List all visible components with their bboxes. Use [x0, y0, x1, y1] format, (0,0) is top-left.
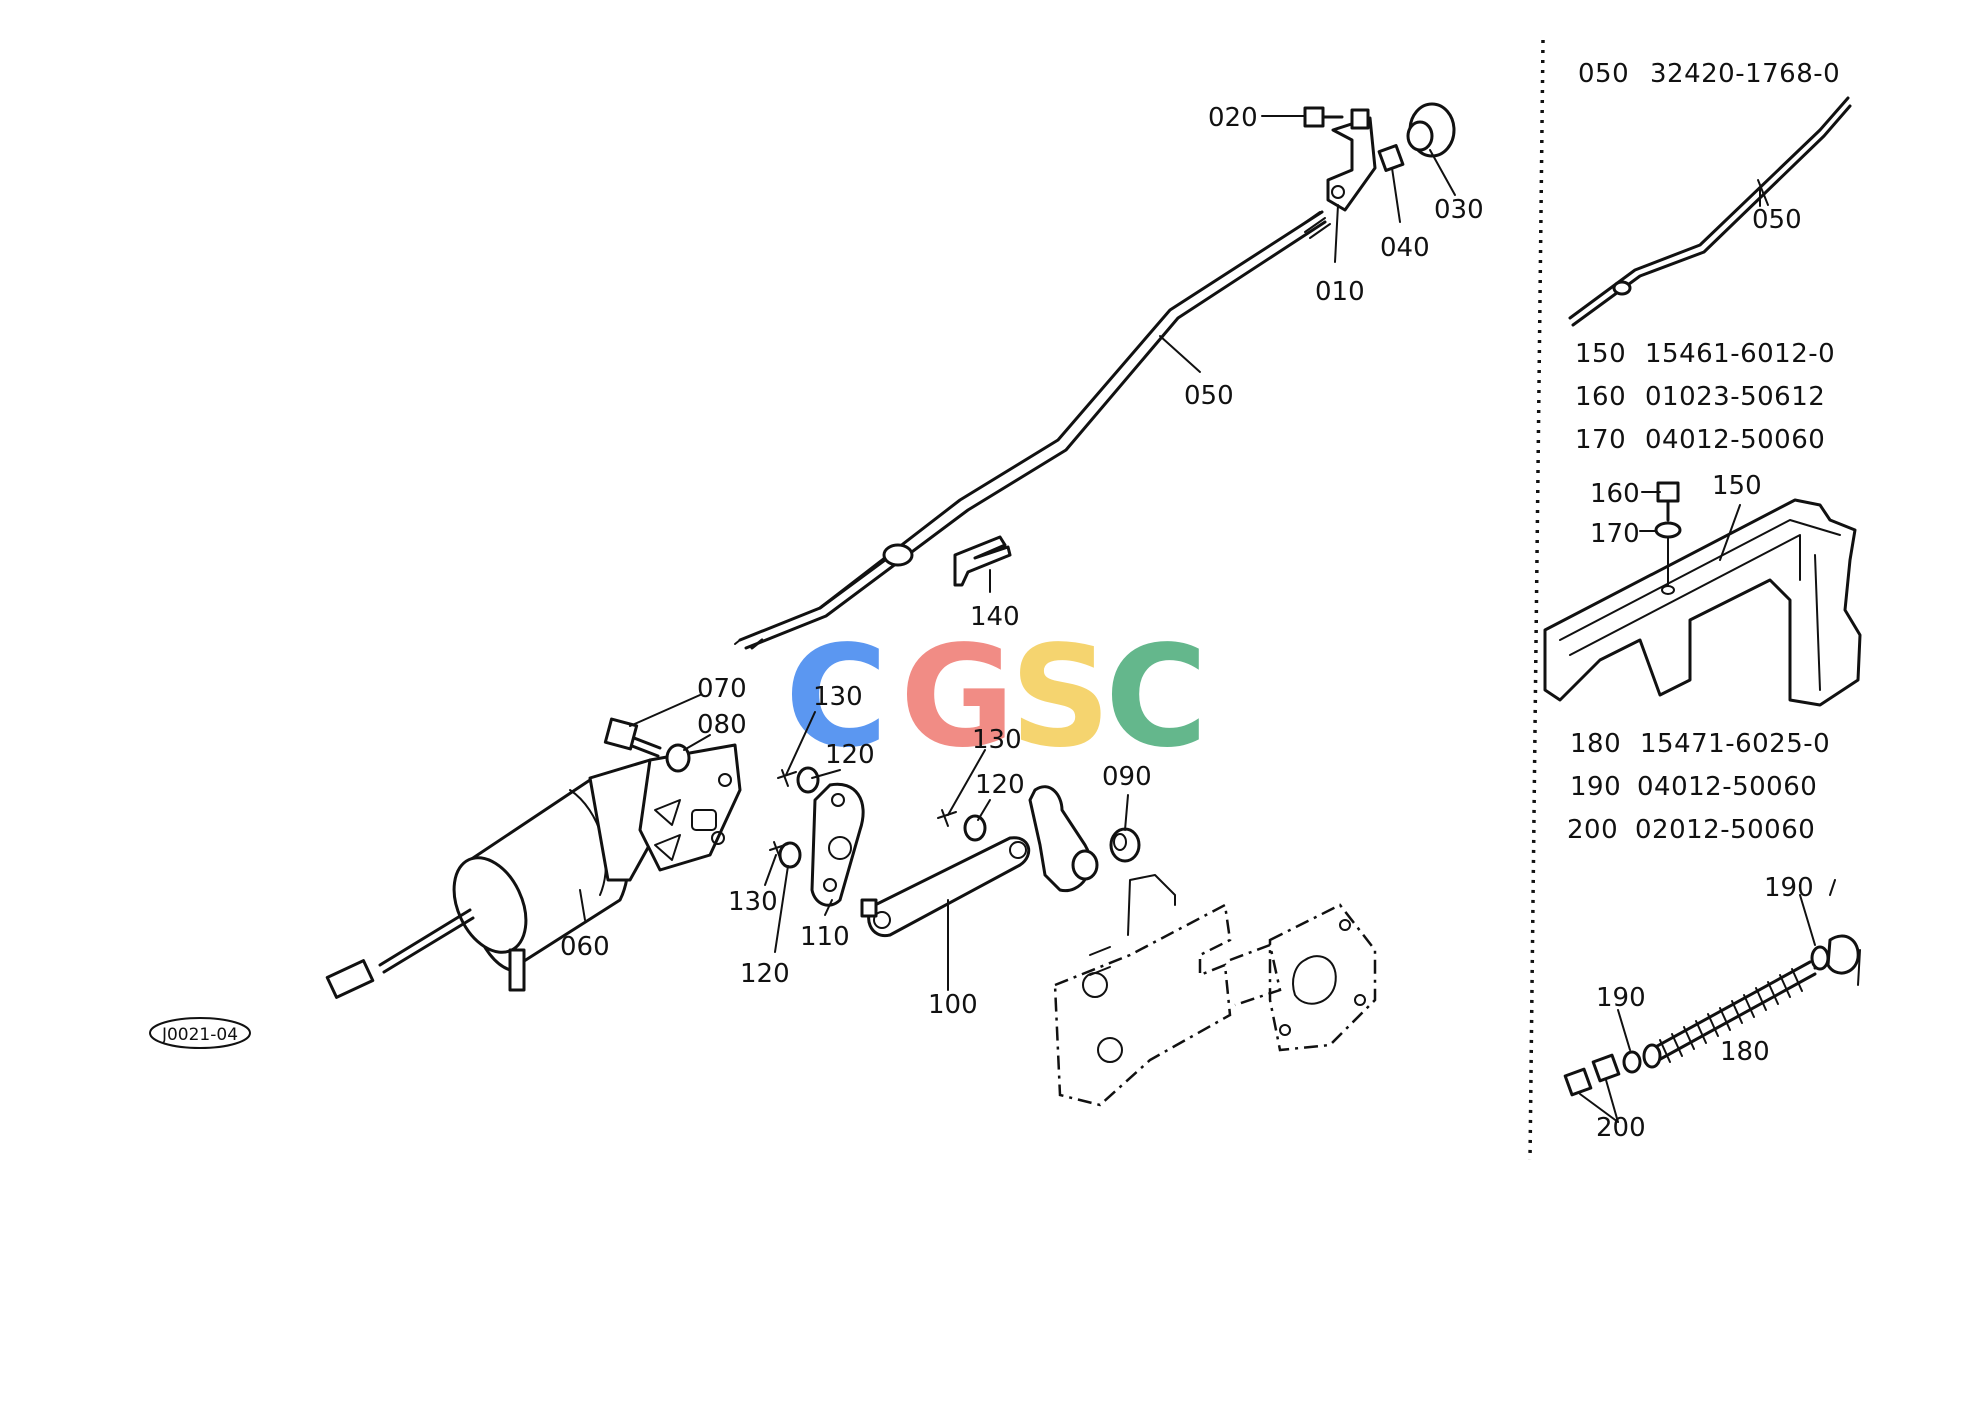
spring-090 — [1109, 827, 1141, 863]
link-100 — [860, 836, 1031, 938]
part-number-180: 15471-6025-0 — [1640, 729, 1830, 759]
callout-070: 070 — [697, 674, 747, 704]
solenoid-060 — [325, 743, 742, 999]
callout-030: 030 — [1434, 195, 1484, 225]
inset-label-190-left: 190 — [1596, 983, 1646, 1013]
pin-130-b — [769, 841, 789, 859]
inset-divider — [1528, 39, 1545, 1161]
washer-170 — [1654, 521, 1682, 539]
washer-190-right — [1810, 945, 1830, 971]
inset-label-150: 150 — [1712, 471, 1762, 501]
part-number-190: 04012-50060 — [1637, 772, 1817, 802]
washer-080 — [665, 743, 691, 773]
inset-rod-label: 050 — [1752, 205, 1802, 235]
part-number-050: 32420-1768-0 — [1650, 59, 1840, 89]
callout-130-c: 130 — [972, 725, 1022, 755]
washer-190-left — [1622, 1050, 1642, 1074]
ref-160: 160 — [1575, 382, 1626, 412]
inset-table-top: 050 32420-1768-0 — [1578, 59, 1840, 89]
leader-lines — [579, 115, 1456, 991]
inset-rod-050: 050 — [1568, 96, 1852, 327]
callout-120-a: 120 — [825, 740, 875, 770]
drawing-code: J0021-04 — [161, 1025, 238, 1045]
part-number-170: 04012-50060 — [1645, 425, 1825, 455]
callout-080: 080 — [697, 710, 747, 740]
nut-200-a — [1591, 1053, 1621, 1083]
callout-labels: 020 030 040 010 050 140 070 080 130 120 … — [560, 103, 1484, 1020]
pin-130-c — [937, 809, 957, 827]
drawing-code-badge: J0021-04 — [149, 1017, 251, 1049]
inset-panel: 050 32420-1768-0 050 150 15461-6012-0 16… — [1543, 59, 1862, 1143]
callout-100: 100 — [928, 990, 978, 1020]
part-number-160: 01023-50612 — [1645, 382, 1825, 412]
ref-190: 190 — [1570, 772, 1621, 802]
callout-040: 040 — [1380, 233, 1430, 263]
part-number-200: 02012-50060 — [1635, 815, 1815, 845]
callout-090: 090 — [1102, 762, 1152, 792]
ref-150: 150 — [1575, 339, 1626, 369]
ref-200: 200 — [1567, 815, 1618, 845]
watermark: C G S C — [785, 616, 1208, 779]
washer-120-b — [778, 841, 802, 869]
callout-010: 010 — [1315, 277, 1365, 307]
callout-050: 050 — [1184, 381, 1234, 411]
inset-bracket-150: 160 170 150 — [1543, 471, 1862, 707]
inset-spring-180: 190 190 180 200 — [1563, 873, 1861, 1143]
callout-130-a: 130 — [813, 682, 863, 712]
callout-120-c: 120 — [975, 770, 1025, 800]
callout-060: 060 — [560, 932, 610, 962]
clip-140 — [953, 535, 1012, 587]
inset-label-180: 180 — [1720, 1037, 1770, 1067]
nut-040 — [1377, 144, 1405, 172]
watermark-letter-c2: C — [1105, 616, 1208, 779]
governor-housing — [1053, 874, 1377, 1107]
watermark-letter-g: G — [900, 616, 1015, 779]
inset-label-170: 170 — [1590, 519, 1640, 549]
inset-label-190-right: 190 — [1764, 873, 1814, 903]
bolt-070 — [603, 717, 662, 758]
ref-170: 170 — [1575, 425, 1626, 455]
ref-180: 180 — [1570, 729, 1621, 759]
inset-table-mid: 150 15461-6012-0 160 01023-50612 170 040… — [1575, 339, 1835, 455]
callout-140: 140 — [970, 602, 1020, 632]
part-number-150: 15461-6012-0 — [1645, 339, 1835, 369]
rod-050 — [734, 210, 1331, 650]
bolt-020 — [1303, 106, 1370, 130]
washer-120-c — [963, 814, 987, 842]
ref-050: 050 — [1578, 59, 1629, 89]
nut-200-b — [1563, 1067, 1593, 1097]
watermark-letter-c1: C — [785, 616, 888, 779]
callout-130-b: 130 — [728, 887, 778, 917]
main-view: 020 030 040 010 050 140 070 080 130 120 … — [149, 102, 1484, 1107]
inset-label-200: 200 — [1596, 1113, 1646, 1143]
inset-label-160: 160 — [1590, 479, 1640, 509]
inset-table-low: 180 15471-6025-0 190 04012-50060 200 020… — [1567, 729, 1830, 845]
callout-120-b: 120 — [740, 959, 790, 989]
washer-120-a — [796, 766, 820, 794]
watermark-letter-s: S — [1010, 616, 1111, 779]
callout-110: 110 — [800, 922, 850, 952]
lever-110 — [810, 782, 865, 907]
knob-030 — [1406, 102, 1456, 158]
callout-020: 020 — [1208, 103, 1258, 133]
